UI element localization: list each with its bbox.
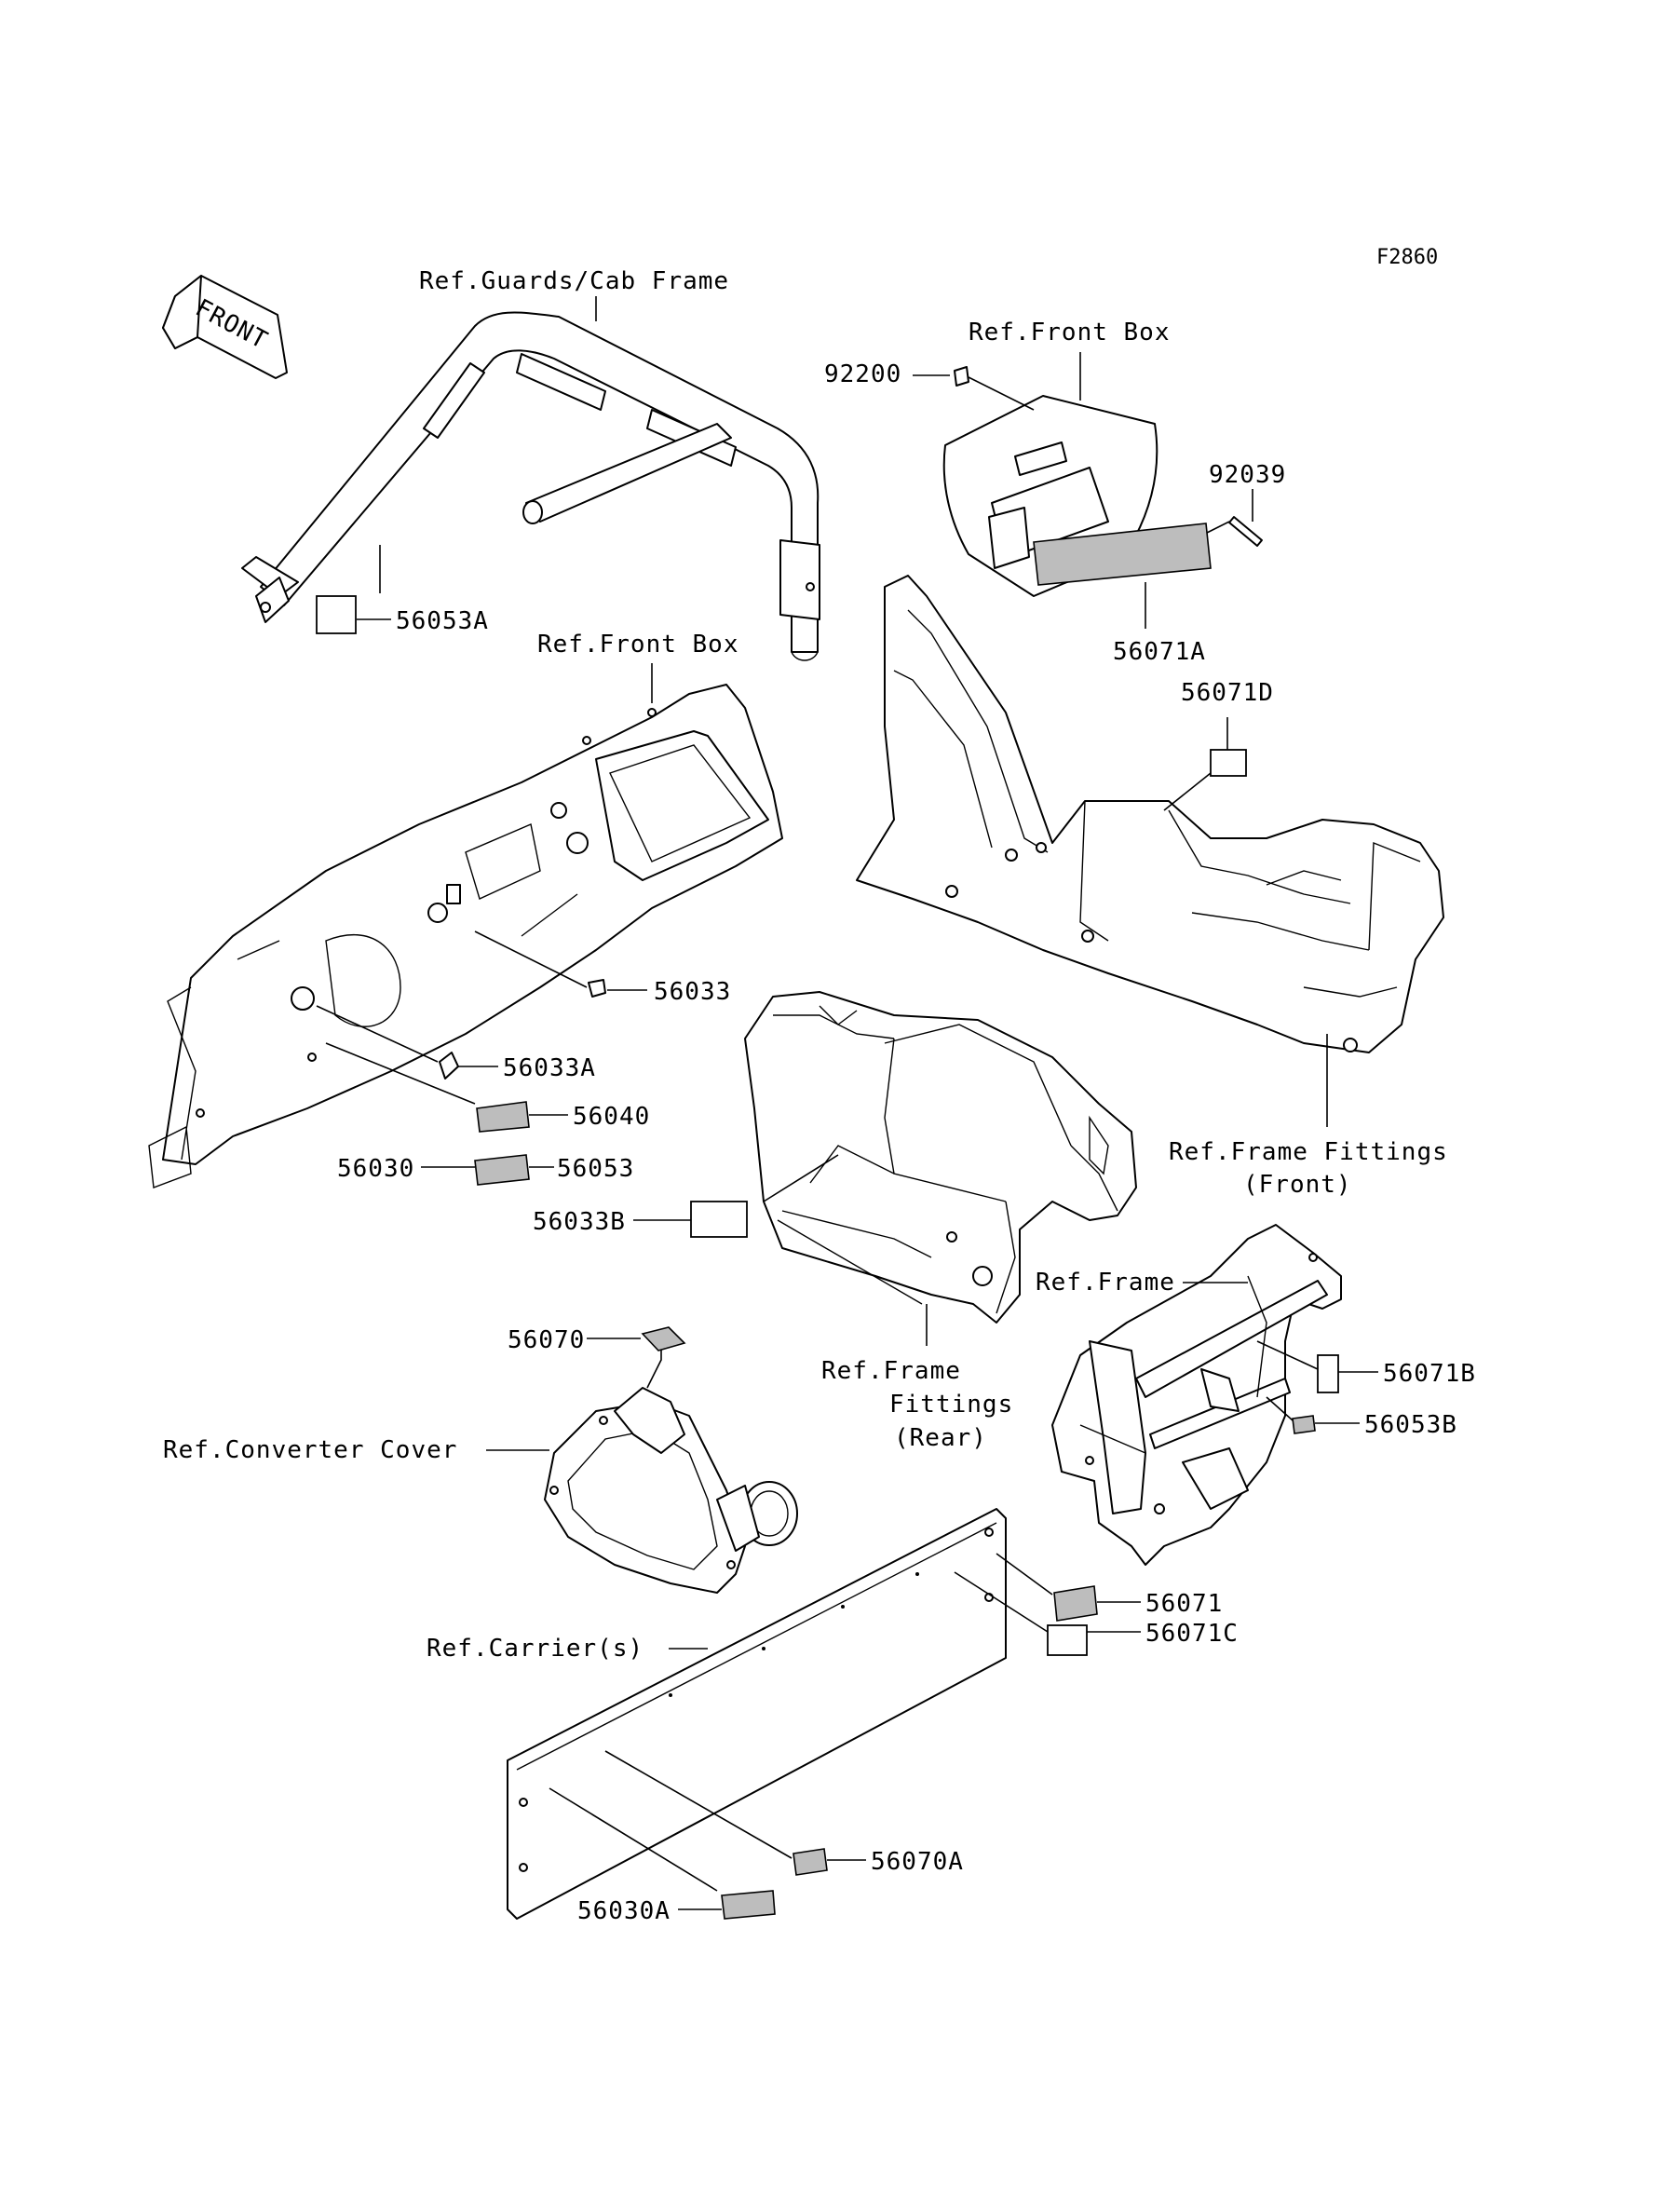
label-56030: 56030	[337, 1155, 414, 1183]
label-56033: 56033	[654, 978, 731, 1006]
label-56040: 56040	[573, 1103, 650, 1131]
ref-carriers: Ref.Carrier(s)	[427, 1635, 644, 1663]
frame-fittings-rear-part	[744, 991, 1137, 1324]
decal-56070	[641, 1326, 686, 1351]
decal-56071A	[1033, 523, 1212, 586]
decal-56053	[474, 1154, 530, 1186]
ref-frame-fittings-rear-2: Fittings	[889, 1391, 1013, 1419]
ref-front-box-dash: Ref.Front Box	[537, 631, 739, 659]
carrier-panel-part	[507, 1508, 1007, 1920]
decal-56030A	[721, 1890, 776, 1920]
ref-frame-fittings-front-2: (Front)	[1243, 1171, 1352, 1199]
label-92200: 92200	[824, 360, 901, 388]
ref-front-box-upper: Ref.Front Box	[969, 319, 1171, 346]
ref-frame: Ref.Frame	[1036, 1269, 1175, 1297]
figure-code: F2860	[1376, 246, 1438, 269]
dashboard-part	[148, 684, 783, 1188]
label-56033B: 56033B	[533, 1208, 626, 1236]
rivet-92039-icon	[1228, 516, 1263, 547]
converter-cover-part	[544, 1387, 798, 1594]
decal-56071B	[1317, 1354, 1339, 1393]
label-56071B: 56071B	[1383, 1360, 1476, 1388]
ref-converter-cover: Ref.Converter Cover	[163, 1436, 457, 1464]
decal-56070A	[793, 1848, 828, 1876]
cab-frame-part	[241, 311, 820, 661]
label-56053A: 56053A	[396, 607, 489, 635]
label-56033A: 56033A	[503, 1054, 596, 1082]
label-56070A: 56070A	[871, 1848, 964, 1876]
frame-part	[1051, 1224, 1342, 1566]
front-arrow-icon: FRONT	[162, 275, 288, 379]
decal-56053B	[1292, 1415, 1316, 1434]
label-56070: 56070	[508, 1326, 585, 1354]
label-56053B: 56053B	[1364, 1411, 1457, 1439]
decal-56071C	[1047, 1624, 1088, 1656]
decal-56053A	[316, 595, 357, 634]
clip-92200-icon	[954, 366, 969, 387]
decal-56033B	[690, 1201, 748, 1238]
label-56071A: 56071A	[1113, 638, 1206, 666]
decal-56071D	[1210, 749, 1247, 777]
decal-56071	[1053, 1585, 1098, 1622]
label-56071: 56071	[1145, 1590, 1223, 1618]
decal-56040	[476, 1101, 530, 1133]
label-92039: 92039	[1209, 461, 1286, 489]
label-56030A: 56030A	[577, 1897, 671, 1925]
ref-frame-fittings-front-1: Ref.Frame Fittings	[1169, 1138, 1448, 1166]
ref-frame-fittings-rear-1: Ref.Frame	[821, 1357, 961, 1385]
ref-guards-cab-frame: Ref.Guards/Cab Frame	[419, 267, 729, 295]
label-56071D: 56071D	[1181, 679, 1274, 707]
ref-frame-fittings-rear-3: (Rear)	[894, 1424, 987, 1452]
label-56071C: 56071C	[1145, 1620, 1239, 1648]
label-56053: 56053	[557, 1155, 634, 1183]
fastener-56033A-icon	[439, 1052, 459, 1080]
fastener-56033-icon	[588, 979, 606, 998]
frame-fittings-front-part	[856, 575, 1444, 1053]
